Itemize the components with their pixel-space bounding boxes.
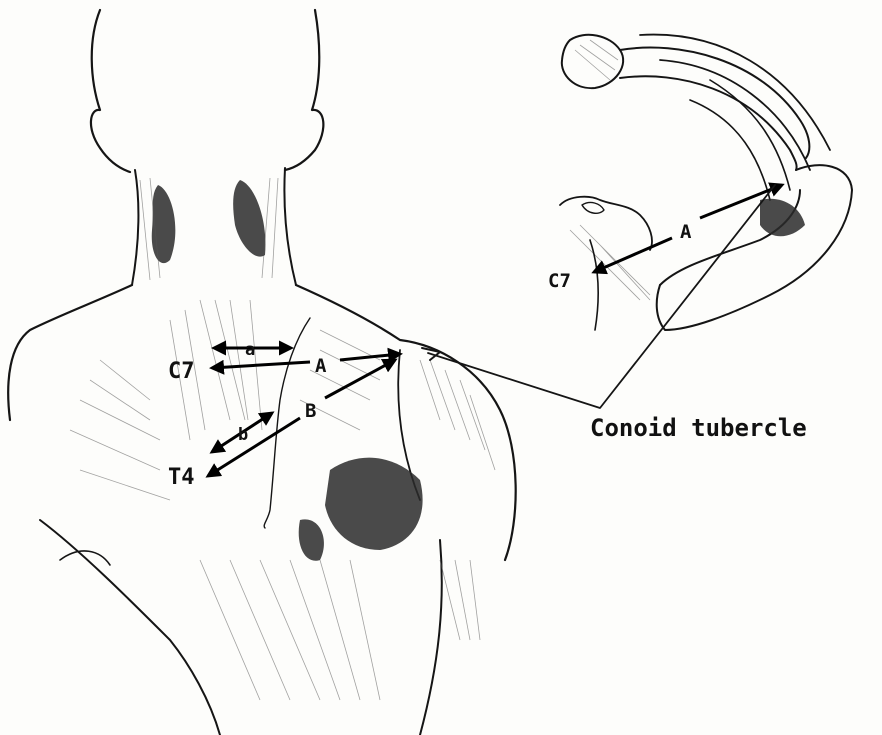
- inset-bones: [560, 35, 852, 330]
- label-c7-inset: C7: [548, 270, 571, 292]
- label-b-cap: B: [305, 400, 316, 422]
- arrow-t4-b-right: [325, 360, 395, 398]
- label-a-inset: A: [680, 221, 692, 243]
- label-b-small: b: [238, 425, 248, 445]
- label-c7-main: C7: [168, 359, 195, 384]
- label-conoid-tubercle: Conoid tubercle: [590, 414, 807, 442]
- labels: a C7 A b B T4 A C7 Conoid tubercle: [168, 221, 807, 490]
- conoid-pointer-lines: [428, 185, 775, 408]
- label-t4: T4: [168, 465, 195, 490]
- label-a-cap: A: [315, 355, 327, 377]
- neck-outline: [132, 168, 296, 285]
- arrow-inset-c7: [594, 238, 672, 272]
- label-a-small: a: [245, 340, 255, 360]
- head-outline: [91, 10, 323, 172]
- arrow-c7-a-left: [212, 362, 310, 368]
